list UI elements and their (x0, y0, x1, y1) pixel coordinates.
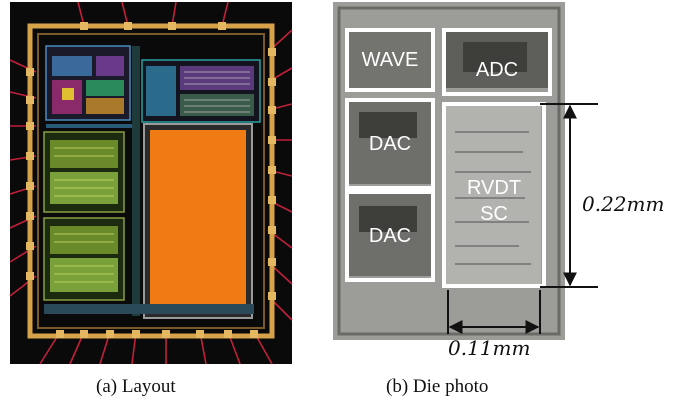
layout-dac-top (43, 131, 125, 213)
block-rvdt-label-line2: SC (480, 203, 508, 225)
block-wave (345, 28, 435, 92)
block-adc (442, 28, 552, 96)
layout-adc-block (141, 59, 261, 123)
pad-ring-outer (27, 23, 275, 339)
layout-panel (0, 0, 300, 372)
layout-wave-block (45, 45, 131, 121)
height-dimension-label: 0.22mm (582, 192, 665, 216)
block-rvdt-label-line1: RVDT (466, 177, 522, 199)
layout-drawing (9, 1, 293, 365)
block-adc-label: ADC (475, 59, 519, 81)
pad-ring-inner (37, 33, 265, 329)
block-rvdt-sc (442, 102, 546, 288)
layout-rvdt-core (150, 130, 246, 312)
layout-dac-bottom (43, 217, 125, 301)
block-dac-bottom-label: DAC (368, 225, 412, 247)
layout-bottom-strip (44, 304, 254, 314)
width-dimension-label: 0.11mm (448, 336, 531, 360)
routing-channel (132, 46, 140, 316)
block-dac-bottom (345, 190, 435, 282)
block-dac-top-label: DAC (368, 133, 412, 155)
die-photo-texture (333, 2, 565, 340)
photo-caption: (b) Die photo (386, 376, 489, 397)
block-dac-top (345, 98, 435, 190)
layout-caption: (a) Layout (96, 376, 176, 397)
block-wave-label: WAVE (361, 49, 419, 71)
pads (26, 22, 276, 338)
die-photo-panel: WAVE ADC DAC DAC RVDT SC (333, 2, 565, 340)
